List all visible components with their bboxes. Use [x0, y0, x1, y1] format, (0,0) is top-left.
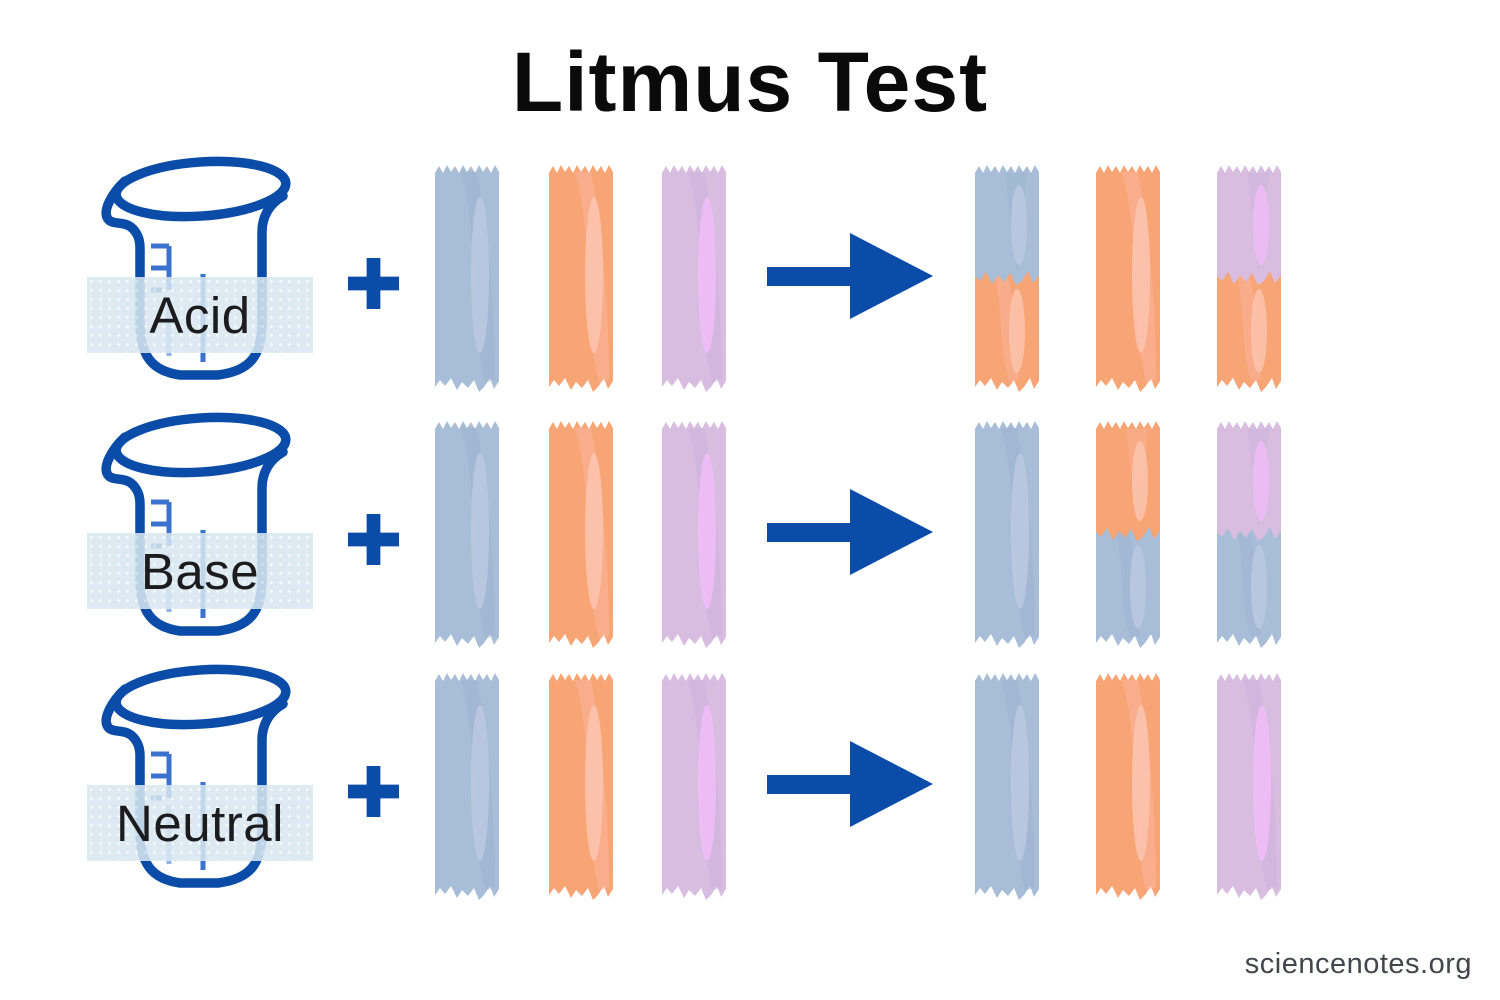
litmus-strip-red — [547, 671, 615, 903]
plus-icon — [346, 256, 401, 311]
arrow-right-icon — [767, 222, 933, 330]
litmus-strip-blue — [433, 419, 501, 651]
page-title: Litmus Test — [511, 35, 989, 129]
litmus-strip-blue — [433, 163, 501, 395]
litmus-strip-neutral — [1215, 671, 1283, 903]
arrow-right-icon — [767, 478, 933, 586]
litmus-strip-red — [1094, 671, 1162, 903]
row-acid: Acid — [0, 150, 1500, 408]
solution-label-neutral: Neutral — [116, 794, 284, 852]
plus-icon — [346, 512, 401, 567]
litmus-strip-blue — [973, 671, 1041, 903]
label-band-acid: Acid — [87, 277, 313, 353]
solution-label-base: Base — [140, 542, 260, 600]
watermark-text: sciencenotes.org — [1244, 948, 1472, 980]
litmus-strip-blue — [973, 419, 1041, 651]
litmus-strip-red-to-blue — [1094, 419, 1162, 651]
litmus-strip-neutral — [660, 671, 728, 903]
input-strips-neutral — [433, 671, 728, 903]
plus-icon — [346, 764, 401, 819]
label-band-base: Base — [87, 533, 313, 609]
result-strips-base — [973, 419, 1283, 651]
result-strips-acid — [973, 163, 1283, 395]
label-band-neutral: Neutral — [87, 785, 313, 861]
litmus-strip-red — [547, 163, 615, 395]
litmus-strip-blue-to-red — [973, 163, 1041, 395]
arrow-right-icon — [767, 730, 933, 838]
solution-label-acid: Acid — [149, 286, 251, 344]
result-strips-neutral — [973, 671, 1283, 903]
input-strips-acid — [433, 163, 728, 395]
row-base: Base — [0, 406, 1500, 664]
litmus-strip-neutral — [660, 163, 728, 395]
litmus-strip-neutral-to-blue — [1215, 419, 1283, 651]
row-neutral: Neutral — [0, 658, 1500, 916]
litmus-strip-red — [547, 419, 615, 651]
litmus-strip-blue — [433, 671, 501, 903]
litmus-strip-neutral-to-red — [1215, 163, 1283, 395]
litmus-strip-neutral — [660, 419, 728, 651]
input-strips-base — [433, 419, 728, 651]
litmus-strip-red — [1094, 163, 1162, 395]
